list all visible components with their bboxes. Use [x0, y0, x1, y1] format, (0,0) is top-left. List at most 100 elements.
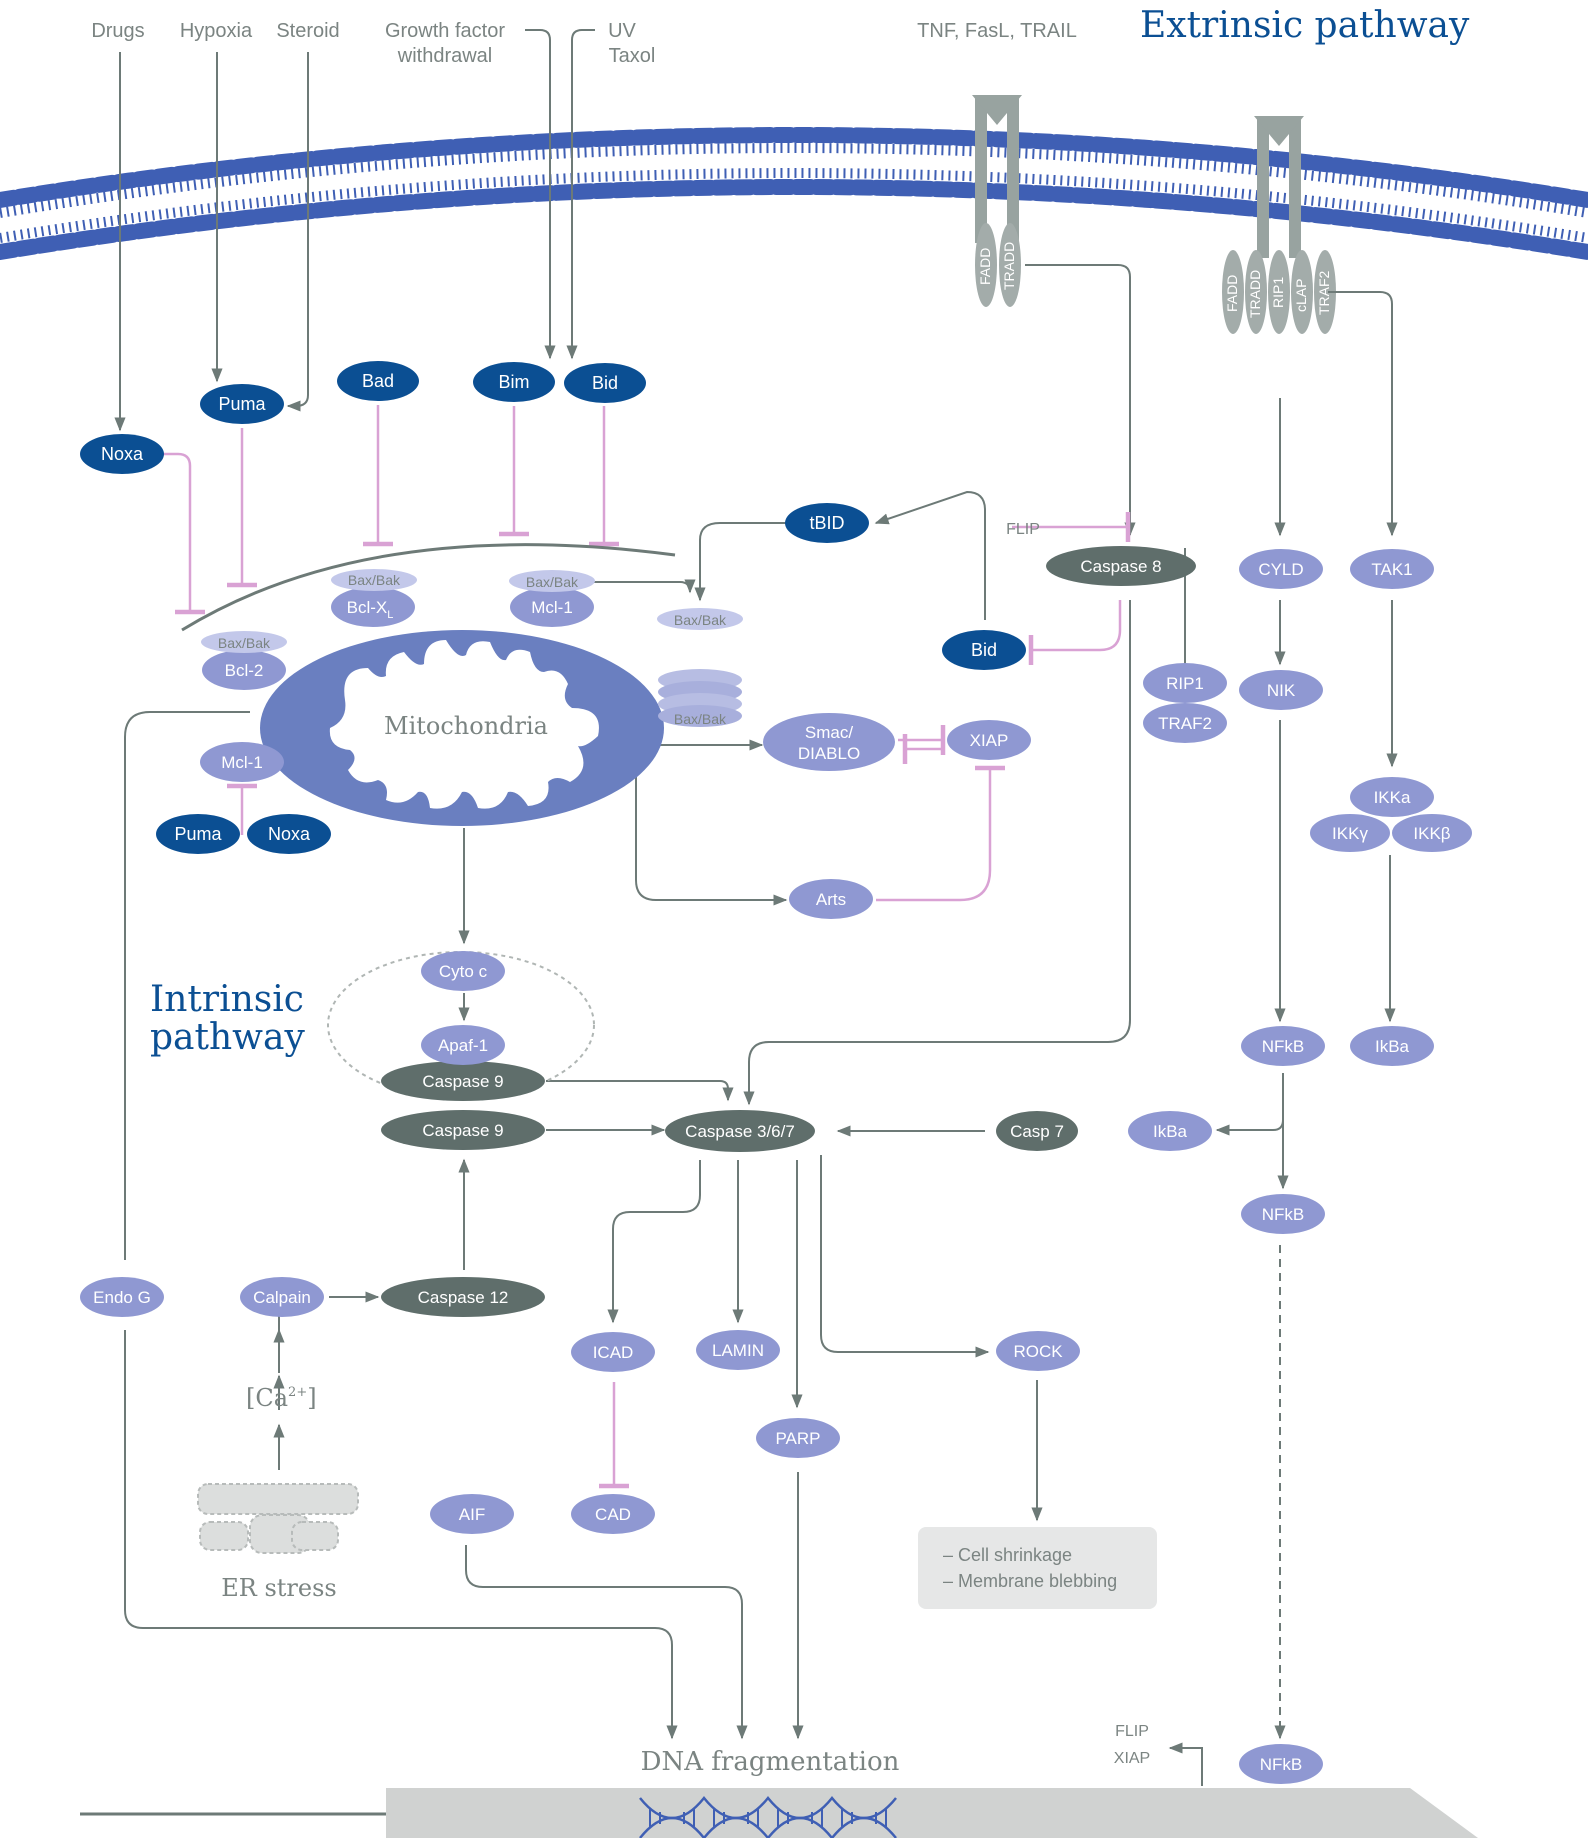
outer-mitochondrial-membrane — [181, 543, 676, 632]
node-casp7: Casp 7 — [996, 1111, 1078, 1151]
node-arts: Arts — [789, 879, 873, 919]
stimulus-drugs: Drugs — [91, 20, 144, 42]
node-xiap-label: XIAP — [970, 731, 1009, 750]
node-caspase9-label: Caspase 9 — [422, 1121, 503, 1140]
node-apaf1-label: Apaf-1 — [438, 1036, 488, 1055]
node-bclxl-label: Bcl-XL — [347, 598, 394, 621]
node-mcl1-top: Mcl-1 — [510, 587, 594, 627]
node-diablo-label: DIABLO — [798, 744, 860, 763]
node-aif: AIF — [430, 1494, 514, 1534]
node-icad: ICAD — [571, 1332, 655, 1372]
death-receptor-2: FADD TRADD RIP1 cLAP TRAF2 — [1222, 116, 1336, 334]
node-calpain: Calpain — [240, 1277, 324, 1317]
stimulus-growth-factor: Growth factor — [385, 20, 505, 42]
node-caspase367: Caspase 3/6/7 — [665, 1110, 815, 1152]
node-bcl2-label: Bcl-2 — [225, 661, 264, 680]
node-caspase9-apo-label: Caspase 9 — [422, 1072, 503, 1091]
node-mcl1-left-label: Mcl-1 — [221, 753, 263, 772]
node-ikba-right: IkBa — [1350, 1026, 1434, 1066]
node-caspase367-label: Caspase 3/6/7 — [685, 1122, 795, 1141]
cell-shrinkage-text: – Cell shrinkage — [943, 1545, 1072, 1565]
node-casp7-label: Casp 7 — [1010, 1122, 1064, 1141]
node-nfkb2: NFkB — [1241, 1194, 1325, 1234]
node-nfkb2-label: NFkB — [1262, 1205, 1305, 1224]
node-ikkg: IKKγ — [1308, 812, 1392, 854]
tag-baxbak-label: Bax/Bak — [526, 574, 579, 590]
node-ikba-right-label: IkBa — [1375, 1037, 1410, 1056]
nucleus-membrane — [80, 1788, 1478, 1838]
node-nfkb1: NFkB — [1241, 1026, 1325, 1066]
node-bim-label: Bim — [499, 372, 530, 392]
node-bid-mid: Bid — [942, 630, 1026, 670]
receptor1-fadd — [975, 223, 997, 307]
receptor1-tradd — [999, 223, 1021, 307]
intrinsic-pathway-title-line1: Intrinsic — [150, 979, 304, 1020]
node-nfkb1-label: NFkB — [1262, 1037, 1305, 1056]
receptor2-adaptor-label: cLAP — [1293, 279, 1309, 312]
node-arts-label: Arts — [816, 890, 846, 909]
node-bcl2: Bcl-2 — [202, 650, 286, 690]
node-rock: ROCK — [996, 1331, 1080, 1371]
node-mcl1-top-label: Mcl-1 — [531, 598, 573, 617]
node-traf2: TRAF2 — [1143, 703, 1227, 743]
node-tbid: tBID — [785, 503, 869, 543]
node-calpain-label: Calpain — [253, 1288, 311, 1307]
node-cad-label: CAD — [595, 1505, 631, 1524]
node-caspase8-label: Caspase 8 — [1080, 557, 1161, 576]
node-ikba-left-label: IkBa — [1153, 1122, 1188, 1141]
node-puma-bottom: Puma — [156, 814, 240, 854]
node-rip1-label: RIP1 — [1166, 674, 1204, 693]
node-xiap: XIAP — [947, 720, 1031, 760]
mitochondria-label: Mitochondria — [384, 712, 548, 740]
receptor2-adaptor-label: FADD — [1224, 275, 1240, 312]
node-ikka: IKKa — [1350, 777, 1434, 817]
tag-baxbak-mcl1: Bax/Bak — [509, 570, 595, 592]
stimulus-growth-factor-withdrawal: withdrawal — [397, 45, 492, 67]
node-puma-label: Puma — [218, 394, 266, 414]
node-lamin: LAMIN — [696, 1330, 780, 1370]
node-noxa: Noxa — [80, 434, 164, 474]
receptor2-adaptor-label: RIP1 — [1270, 277, 1286, 308]
calcium-label: [Ca2+] — [246, 1384, 317, 1412]
node-cyto-c-label: Cyto c — [439, 962, 488, 981]
node-noxa-bottom: Noxa — [247, 814, 331, 854]
tag-baxbak-label: Bax/Bak — [218, 635, 271, 651]
death-receptor-1: FADD TRADD — [972, 95, 1022, 307]
node-smac-diablo: Smac/DIABLO — [763, 713, 895, 771]
dna-helix-icon — [639, 1796, 897, 1838]
stimulus-taxol: Taxol — [609, 45, 656, 67]
node-cad: CAD — [571, 1494, 655, 1534]
node-bad: Bad — [337, 361, 419, 401]
flip-target-label: FLIP — [1115, 1723, 1149, 1740]
activation-arrows — [114, 29, 1398, 1786]
node-tak1: TAK1 — [1350, 549, 1434, 589]
node-icad-label: ICAD — [593, 1343, 634, 1362]
cell-membrane — [0, 127, 1588, 260]
node-caspase12: Caspase 12 — [381, 1277, 545, 1317]
node-noxa-bottom-label: Noxa — [268, 824, 311, 844]
stimulus-hypoxia: Hypoxia — [180, 20, 253, 42]
flip-inhibitor-label: FLIP — [1006, 521, 1040, 538]
node-ikkb: IKKβ — [1390, 812, 1474, 854]
dna-fragmentation-label: DNA fragmentation — [641, 1747, 900, 1777]
extrinsic-pathway-title: Extrinsic pathway — [1140, 5, 1470, 46]
tag-baxbak-free: Bax/Bak — [657, 608, 743, 630]
membrane-blebbing-text: – Membrane blebbing — [943, 1571, 1117, 1591]
node-tbid-label: tBID — [809, 513, 844, 533]
node-nik: NIK — [1239, 670, 1323, 710]
node-caspase9-apoptosome: Caspase 9 — [381, 1061, 545, 1101]
receptor1-adaptor-label: FADD — [977, 248, 993, 285]
stimulus-steroid: Steroid — [276, 20, 339, 42]
node-nfkb3: NFkB — [1239, 1744, 1323, 1784]
node-rip1: RIP1 — [1143, 663, 1227, 703]
receptor2-adaptor-label: TRADD — [1247, 270, 1263, 318]
node-cyld: CYLD — [1239, 549, 1323, 589]
node-ikkg-label: IKKγ — [1332, 824, 1368, 843]
node-bid-mid-label: Bid — [971, 640, 997, 660]
receptor1-adaptor-label: TRADD — [1001, 242, 1017, 290]
node-rock-label: ROCK — [1013, 1342, 1063, 1361]
node-endo-g-label: Endo G — [93, 1288, 151, 1307]
stimulus-uv: UV — [608, 20, 636, 42]
node-bid-top-label: Bid — [592, 373, 618, 393]
